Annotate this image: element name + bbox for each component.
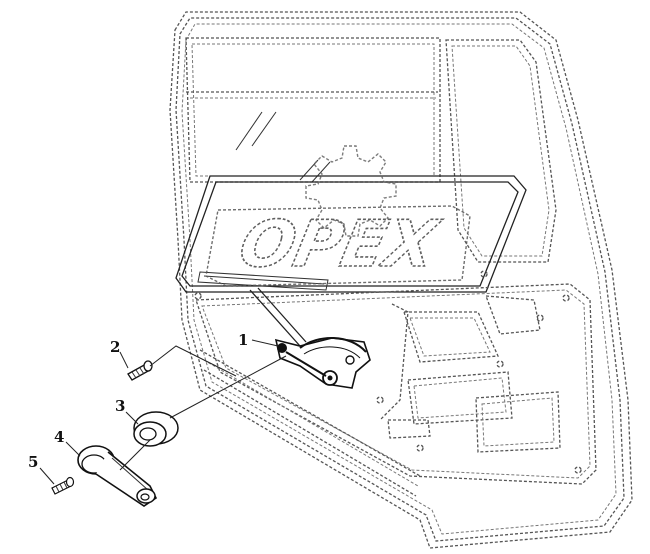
inner-door-panel [194,270,597,497]
callout-2: 2 [110,338,120,356]
callout-4: 4 [54,428,64,446]
watermark-text: OPEX [233,208,446,282]
callout-5: 5 [28,453,38,471]
vent-window [445,39,557,263]
crank-handle-part-4 [77,445,158,507]
leader-lines [39,339,279,485]
opex-watermark-logo: OPEX [205,145,471,287]
callout-labels: 1 2 3 4 5 [28,331,248,471]
assembly-axis-lines [119,345,287,471]
screw-part-2 [127,360,153,381]
callout-3: 3 [115,397,125,415]
callout-1: 1 [238,331,248,349]
door-outline [169,11,633,549]
bushing-part-3 [133,411,179,447]
screw-part-5 [51,476,75,495]
window-regulator [249,287,371,389]
glass-frame [175,175,527,293]
window-glass [185,37,441,183]
